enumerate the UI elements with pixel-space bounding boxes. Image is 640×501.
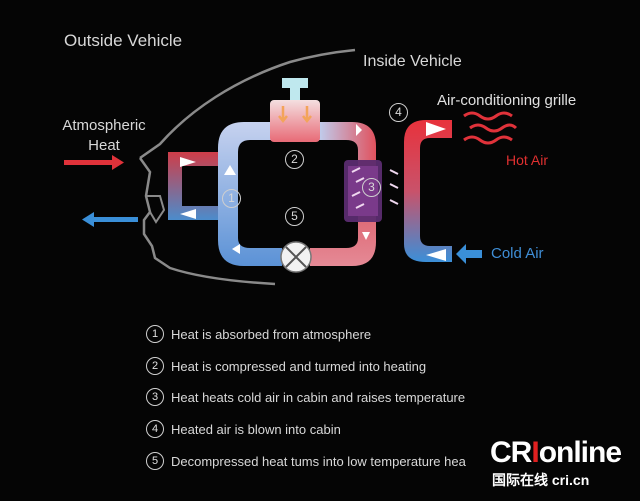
hot-air-label: Hot Air: [506, 152, 549, 168]
atmospheric-heat-arrow-in: [64, 155, 124, 170]
exchanger-arrow-out: [180, 209, 196, 219]
cold-air-arrow: [456, 244, 482, 264]
step-marker-1: 1: [222, 189, 241, 208]
hot-air-waves: [463, 111, 518, 145]
logo-accent: I: [531, 436, 539, 469]
step-marker-3: 3: [362, 178, 381, 197]
atmospheric-heat-arrow-out: [82, 212, 138, 227]
step-marker-4: 4: [389, 103, 408, 122]
atmospheric-heat-label: Atmospheric Heat: [54, 116, 154, 156]
cri-online-logo: CRIonline 国际在线 cri.cn: [486, 432, 636, 492]
cold-air-label: Cold Air: [491, 245, 544, 262]
logo-subtitle: 国际在线 cri.cn: [492, 472, 590, 488]
legend-item: 2 Heat is compressed and turmed into hea…: [146, 356, 426, 376]
legend-text: Heat is compressed and turmed into heati…: [171, 358, 427, 374]
grille-arrow-out: [426, 122, 446, 136]
expansion-valve: [280, 241, 312, 273]
legend-item: 5 Decompressed heat tums into low temper…: [146, 451, 466, 471]
logo-prefix: CR: [490, 436, 532, 469]
atmospheric-heat-label-line1: Atmospheric: [62, 117, 146, 134]
outside-vehicle-label: Outside Vehicle: [64, 31, 183, 50]
logo-wordmark: CRIonline: [490, 436, 622, 470]
legend-item: 3 Heat heats cold air in cabin and raise…: [146, 387, 465, 407]
flow-arrow-down: [362, 232, 370, 240]
outside-heat-exchanger: [168, 152, 218, 220]
grille-label: Air-conditioning grille: [437, 92, 577, 109]
legend-number: 2: [146, 357, 164, 375]
legend-number: 4: [146, 420, 164, 438]
flow-arrow-up: [224, 165, 236, 175]
step-marker-2: 2: [285, 150, 304, 169]
flow-arrow-left: [232, 244, 240, 254]
compressor: [270, 78, 320, 142]
legend-text: Heat is absorbed from atmosphere: [171, 326, 372, 342]
grille-arrow-in: [426, 249, 446, 261]
vehicle-body-outline: [138, 48, 356, 286]
legend-text: Decompressed heat tums into low temperat…: [171, 453, 466, 469]
grille-duct: [404, 120, 452, 262]
exchanger-arrow-in: [180, 157, 196, 167]
atmospheric-heat-label-line2: Heat: [88, 137, 120, 154]
legend-number: 3: [146, 388, 164, 406]
inside-vehicle-label: Inside Vehicle: [363, 53, 462, 70]
logo-suffix: online: [538, 436, 622, 469]
legend-number: 5: [146, 452, 164, 470]
flow-arrow-right: [356, 124, 362, 136]
legend-text: Heated air is blown into cabin: [171, 421, 341, 437]
step-marker-5: 5: [285, 207, 304, 226]
legend-text: Heat heats cold air in cabin and raises …: [171, 389, 466, 405]
legend-number: 1: [146, 325, 164, 343]
legend-item: 4 Heated air is blown into cabin: [146, 419, 341, 439]
legend-item: 1 Heat is absorbed from atmosphere: [146, 324, 371, 344]
